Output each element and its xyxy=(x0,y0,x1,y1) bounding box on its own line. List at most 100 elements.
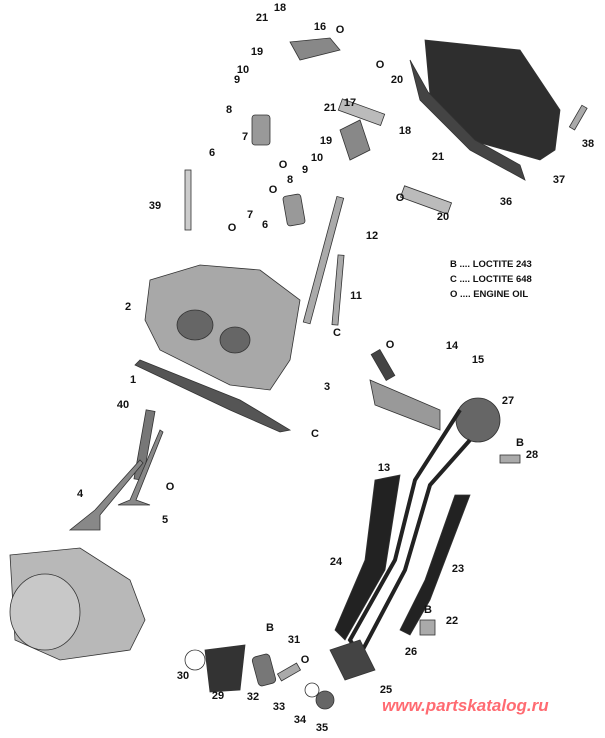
callout-18: 18 xyxy=(273,2,287,14)
rocker-arm-17 xyxy=(339,119,371,161)
callout-38: 38 xyxy=(581,138,595,150)
chain-tensioner-guide-23 xyxy=(399,494,471,636)
callout-30: 30 xyxy=(176,670,190,682)
plug-32 xyxy=(251,653,277,687)
camshaft xyxy=(369,379,441,431)
legend: B .... LOCTITE 243 C .... LOCTITE 648 O … xyxy=(450,257,532,302)
callout-25: 25 xyxy=(379,684,393,696)
spring-33 xyxy=(276,662,302,682)
cylinder-head xyxy=(144,264,301,391)
callout-18: 18 xyxy=(398,125,412,137)
exhaust-port xyxy=(219,326,251,354)
rocker-shaft-20b xyxy=(399,185,453,215)
callout-20: 20 xyxy=(390,74,404,86)
callout-21: 21 xyxy=(323,102,337,114)
legend-item-loctite-648: C .... LOCTITE 648 xyxy=(450,274,532,285)
cover-gasket xyxy=(409,59,526,181)
marker-b: B xyxy=(266,622,274,634)
callout-36: 36 xyxy=(499,196,513,208)
callout-33: 33 xyxy=(272,701,286,713)
intake-port xyxy=(176,309,214,341)
callout-4: 4 xyxy=(76,488,84,500)
callout-40: 40 xyxy=(116,399,130,411)
marker-o: O xyxy=(278,159,288,171)
legend-item-loctite-243: B .... LOCTITE 243 xyxy=(450,259,532,270)
bolt-38 xyxy=(568,104,588,131)
valve-cover xyxy=(424,39,561,161)
marker-o: O xyxy=(395,192,405,204)
callout-8: 8 xyxy=(286,174,294,186)
callout-9: 9 xyxy=(301,164,309,176)
pushrod-12 xyxy=(302,195,345,325)
callout-9: 9 xyxy=(233,74,241,86)
rocker-arm-16 xyxy=(289,37,341,61)
pushrod-11 xyxy=(331,254,345,326)
callout-26: 26 xyxy=(404,646,418,658)
callout-7: 7 xyxy=(241,131,249,143)
marker-o: O xyxy=(385,339,395,351)
bolt-28 xyxy=(499,454,521,464)
callout-39: 39 xyxy=(148,200,162,212)
head-gasket xyxy=(134,359,292,433)
rocker-shaft-20a xyxy=(337,98,386,127)
callout-27: 27 xyxy=(501,395,515,407)
callout-14: 14 xyxy=(445,340,459,352)
callout-29: 29 xyxy=(211,690,225,702)
callout-11: 11 xyxy=(350,290,362,302)
callout-31: 31 xyxy=(287,634,301,646)
legend-item-engine-oil: O .... ENGINE OIL xyxy=(450,289,529,300)
callout-12: 12 xyxy=(365,230,379,242)
marker-o: O xyxy=(268,184,278,196)
callout-3: 3 xyxy=(323,381,331,393)
callout-21: 21 xyxy=(255,12,269,24)
bracket-14 xyxy=(370,348,396,382)
callout-5: 5 xyxy=(161,514,169,526)
watermark: www.partskatalog.ru xyxy=(382,696,549,715)
marker-c: C xyxy=(311,428,319,440)
callout-24: 24 xyxy=(329,556,343,568)
callout-7: 7 xyxy=(246,209,254,221)
marker-o: O xyxy=(227,222,237,234)
valve-4 xyxy=(68,459,144,531)
callout-6: 6 xyxy=(208,147,216,159)
callout-19: 19 xyxy=(250,46,264,58)
chain-guide-24 xyxy=(334,474,401,641)
valve-5 xyxy=(117,429,164,506)
callout-13: 13 xyxy=(377,462,391,474)
tensioner-25 xyxy=(329,639,376,681)
bolt-22 xyxy=(419,619,436,636)
marker-b: B xyxy=(516,437,524,449)
spark-plug xyxy=(184,169,192,231)
callout-28: 28 xyxy=(525,449,539,461)
pipe-29 xyxy=(204,644,246,693)
callout-10: 10 xyxy=(310,152,324,164)
valve-spring-8a xyxy=(251,114,271,146)
callout-2: 2 xyxy=(124,301,132,313)
callout-6: 6 xyxy=(261,219,269,231)
callout-19: 19 xyxy=(319,135,333,147)
callout-1: 1 xyxy=(129,374,137,386)
callout-23: 23 xyxy=(451,563,465,575)
marker-c: C xyxy=(333,327,341,339)
callout-21: 21 xyxy=(431,151,445,163)
ball-34 xyxy=(304,682,320,698)
o-ring-30 xyxy=(184,649,206,671)
callout-32: 32 xyxy=(246,691,260,703)
callout-8: 8 xyxy=(225,104,233,116)
callout-35: 35 xyxy=(315,722,329,734)
cam-sprocket xyxy=(455,397,501,443)
marker-o: O xyxy=(335,24,345,36)
callout-20: 20 xyxy=(436,211,450,223)
marker-o: O xyxy=(375,59,385,71)
marker-b: B xyxy=(424,604,432,616)
callout-22: 22 xyxy=(445,615,459,627)
marker-o: O xyxy=(165,481,175,493)
callout-17: 17 xyxy=(343,97,357,109)
valve-spring-8b xyxy=(282,193,306,227)
callout-10: 10 xyxy=(236,64,250,76)
callout-15: 15 xyxy=(471,354,485,366)
marker-o: O xyxy=(300,654,310,666)
callout-34: 34 xyxy=(293,714,307,726)
